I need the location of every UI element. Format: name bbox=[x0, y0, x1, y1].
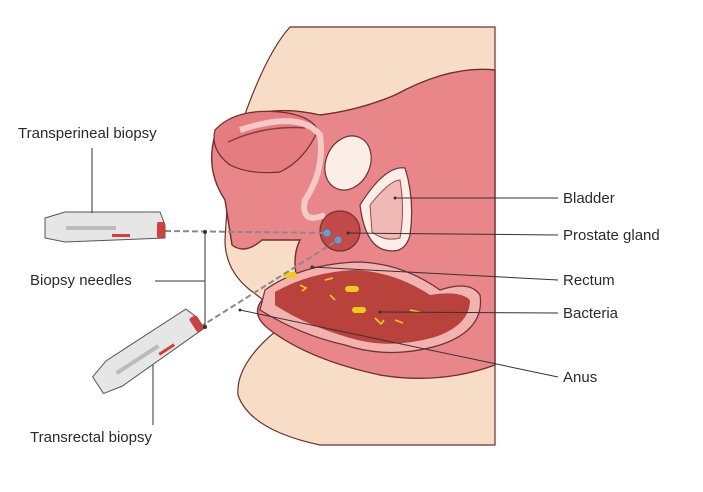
label-rectum: Rectum bbox=[563, 272, 615, 289]
label-bladder: Bladder bbox=[563, 190, 615, 207]
transrectal-needle bbox=[199, 239, 339, 328]
label-prostate-gland: Prostate gland bbox=[563, 227, 660, 244]
label-anus: Anus bbox=[563, 369, 598, 386]
label-transperineal-biopsy: Transperineal biopsy bbox=[18, 125, 157, 142]
leader-lines bbox=[91, 148, 559, 425]
penis bbox=[213, 110, 319, 174]
label-biopsy-needles: Biopsy needles bbox=[30, 272, 132, 289]
prostate-gland bbox=[319, 210, 361, 252]
transrectal-syringe bbox=[91, 308, 205, 395]
transperineal-needle bbox=[164, 230, 328, 234]
label-bacteria: Bacteria bbox=[563, 305, 619, 322]
urethra bbox=[239, 118, 327, 221]
transperineal-syringe bbox=[44, 211, 166, 243]
label-transrectal-biopsy: Transrectal biopsy bbox=[30, 429, 152, 446]
pubic-bone bbox=[324, 135, 372, 191]
